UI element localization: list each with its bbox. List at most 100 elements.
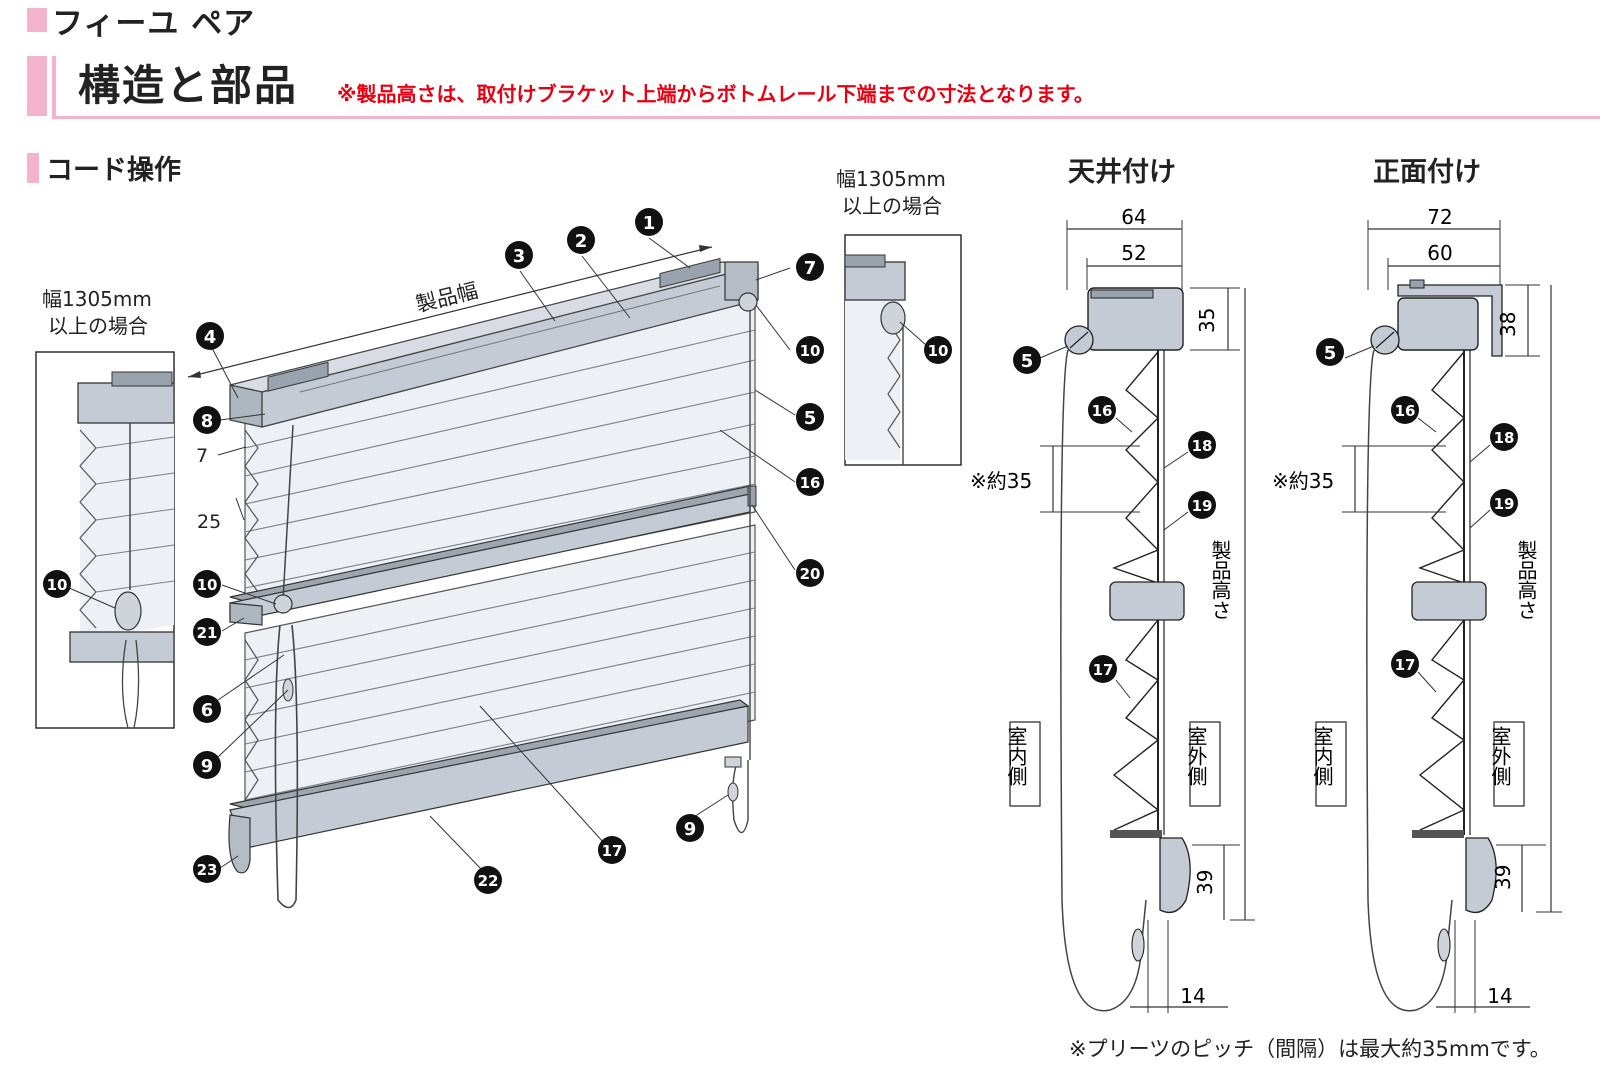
subheading-marker [27, 153, 39, 183]
right-inset-label-1: 幅1305mm [836, 167, 946, 191]
callout-8: 8 [193, 406, 221, 434]
callout-20-label: 20 [800, 565, 821, 583]
ceiling-inner-width: 52 [1121, 241, 1146, 265]
callout-10-mid: 10 [193, 570, 221, 598]
callout-3: 3 [505, 241, 533, 269]
head-bracket-left [267, 361, 329, 392]
head-rail-groove [299, 285, 721, 393]
front-mount-title: 正面付け [1373, 157, 1481, 188]
ceiling-pitch: ※約35 [970, 469, 1032, 493]
callout-9-right: 9 [676, 814, 704, 842]
callout-4: 4 [196, 322, 224, 350]
front-middle-rail [1411, 581, 1487, 621]
upper-pleat-lines [244, 329, 756, 589]
width-arrow-left [188, 371, 201, 378]
ceiling-middle-rail [1109, 581, 1185, 621]
callout-9-right-label: 9 [684, 819, 697, 840]
front-indoor-label: 室内側 [1310, 726, 1334, 786]
ceiling-outer-width: 64 [1121, 205, 1146, 229]
left-inset-detail: 幅1305mm 以上の場合 [35, 287, 175, 729]
callout-5-main: 5 [796, 403, 824, 431]
callout-16-main: 16 [796, 468, 824, 496]
callout-10-left-inset-label: 10 [47, 576, 68, 594]
callout-4-label: 4 [204, 327, 217, 348]
section-marker-thin [52, 56, 56, 116]
callout-21: 21 [193, 618, 221, 646]
cord-pulley [273, 594, 293, 614]
ceiling-bottom-rail [1159, 837, 1191, 914]
callout-2: 2 [567, 226, 595, 254]
front-outdoor-label: 室外側 [1488, 726, 1512, 786]
front-bottom-rail [1465, 837, 1497, 914]
ceiling-indoor-label: 室内側 [1004, 726, 1028, 786]
front-callout-17: 17 [1395, 656, 1416, 674]
front-pitch: ※約35 [1272, 469, 1334, 493]
callout-6: 6 [193, 695, 221, 723]
callout-1: 1 [635, 208, 663, 236]
operating-cord-loop [274, 624, 299, 909]
width-dimension-line [187, 246, 713, 378]
front-height-label: 製品高さ [1514, 540, 1538, 620]
middle-rail-end [229, 602, 263, 626]
callout-6-label: 6 [201, 700, 214, 721]
callout-10-right-inset: 10 [924, 336, 952, 364]
ceiling-mount-section: 64 52 35 製品高さ 39 ※約35 [970, 205, 1255, 1013]
front-callout-19: 19 [1494, 495, 1515, 513]
ceiling-clearance: 14 [1180, 984, 1205, 1008]
height-note: ※製品高さは、取付けブラケット上端からボトムレール下端までの寸法となります。 [337, 82, 1094, 106]
callout-16-main-label: 16 [800, 474, 821, 492]
right-cord-lock [724, 756, 742, 768]
lower-fabric [244, 524, 756, 829]
ceiling-callout-18: 18 [1192, 437, 1213, 455]
callout-23: 23 [193, 855, 221, 883]
main-blind-illustration: 製品幅 7 25 [187, 245, 759, 909]
right-inset-detail: 幅1305mm 以上の場合 [836, 167, 962, 466]
callout-21-label: 21 [197, 624, 218, 642]
front-bracket [1397, 284, 1503, 357]
callout-22-label: 22 [478, 872, 499, 890]
width-arrow-right [699, 245, 712, 252]
ceiling-callout-16: 16 [1092, 402, 1113, 420]
callout-17-main: 17 [598, 836, 626, 864]
ceiling-bottom-height: 39 [1193, 870, 1217, 895]
ceiling-head-height: 35 [1195, 308, 1219, 333]
front-clearance: 14 [1487, 984, 1512, 1008]
front-callout-5: 5 [1324, 343, 1337, 364]
callout-17-main-label: 17 [602, 842, 623, 860]
ceiling-callout-5: 5 [1021, 351, 1034, 372]
head-bracket-right [659, 257, 721, 289]
callout-23-label: 23 [197, 861, 218, 879]
right-cord-pulley [738, 292, 758, 312]
pleat-offset-label: 7 [196, 445, 208, 467]
callout-1-label: 1 [643, 213, 656, 234]
ceiling-callout-17: 17 [1093, 661, 1114, 679]
front-callout-18: 18 [1494, 429, 1515, 447]
section-heading: 構造と部品 [78, 61, 299, 110]
callout-7-label: 7 [804, 258, 817, 279]
front-bottom-height: 39 [1491, 865, 1515, 890]
bottom-rail-endcap [228, 814, 251, 874]
callout-leaders [59, 237, 927, 871]
callout-9-left: 9 [193, 751, 221, 779]
callout-20: 20 [796, 559, 824, 587]
front-callout-16: 16 [1395, 402, 1416, 420]
left-pleat-edge [244, 429, 259, 611]
front-mount-section: 72 60 38 製品高さ 39 ※約35 [1272, 205, 1562, 1013]
left-pleat-edge-lower [244, 639, 259, 821]
ceiling-callout-19: 19 [1192, 497, 1213, 515]
callout-10-right-inset-label: 10 [928, 342, 949, 360]
callout-9-left-label: 9 [201, 756, 214, 777]
pitch-footnote: ※プリーツのピッチ（間隔）は最大約35mmです。 [1069, 1037, 1551, 1061]
pleat-depth-label: 25 [197, 511, 221, 533]
pleat-depth-leader [235, 497, 245, 521]
product-marker [27, 8, 47, 32]
section-underline [52, 116, 1600, 119]
callout-7: 7 [796, 253, 824, 281]
callout-2-label: 2 [575, 231, 588, 252]
callout-10-mid-label: 10 [197, 576, 218, 594]
callout-10-top-label: 10 [800, 342, 821, 360]
middle-rail-tab [747, 485, 757, 507]
ceiling-outdoor-label: 室外側 [1184, 726, 1208, 786]
callout-3-label: 3 [513, 246, 526, 267]
